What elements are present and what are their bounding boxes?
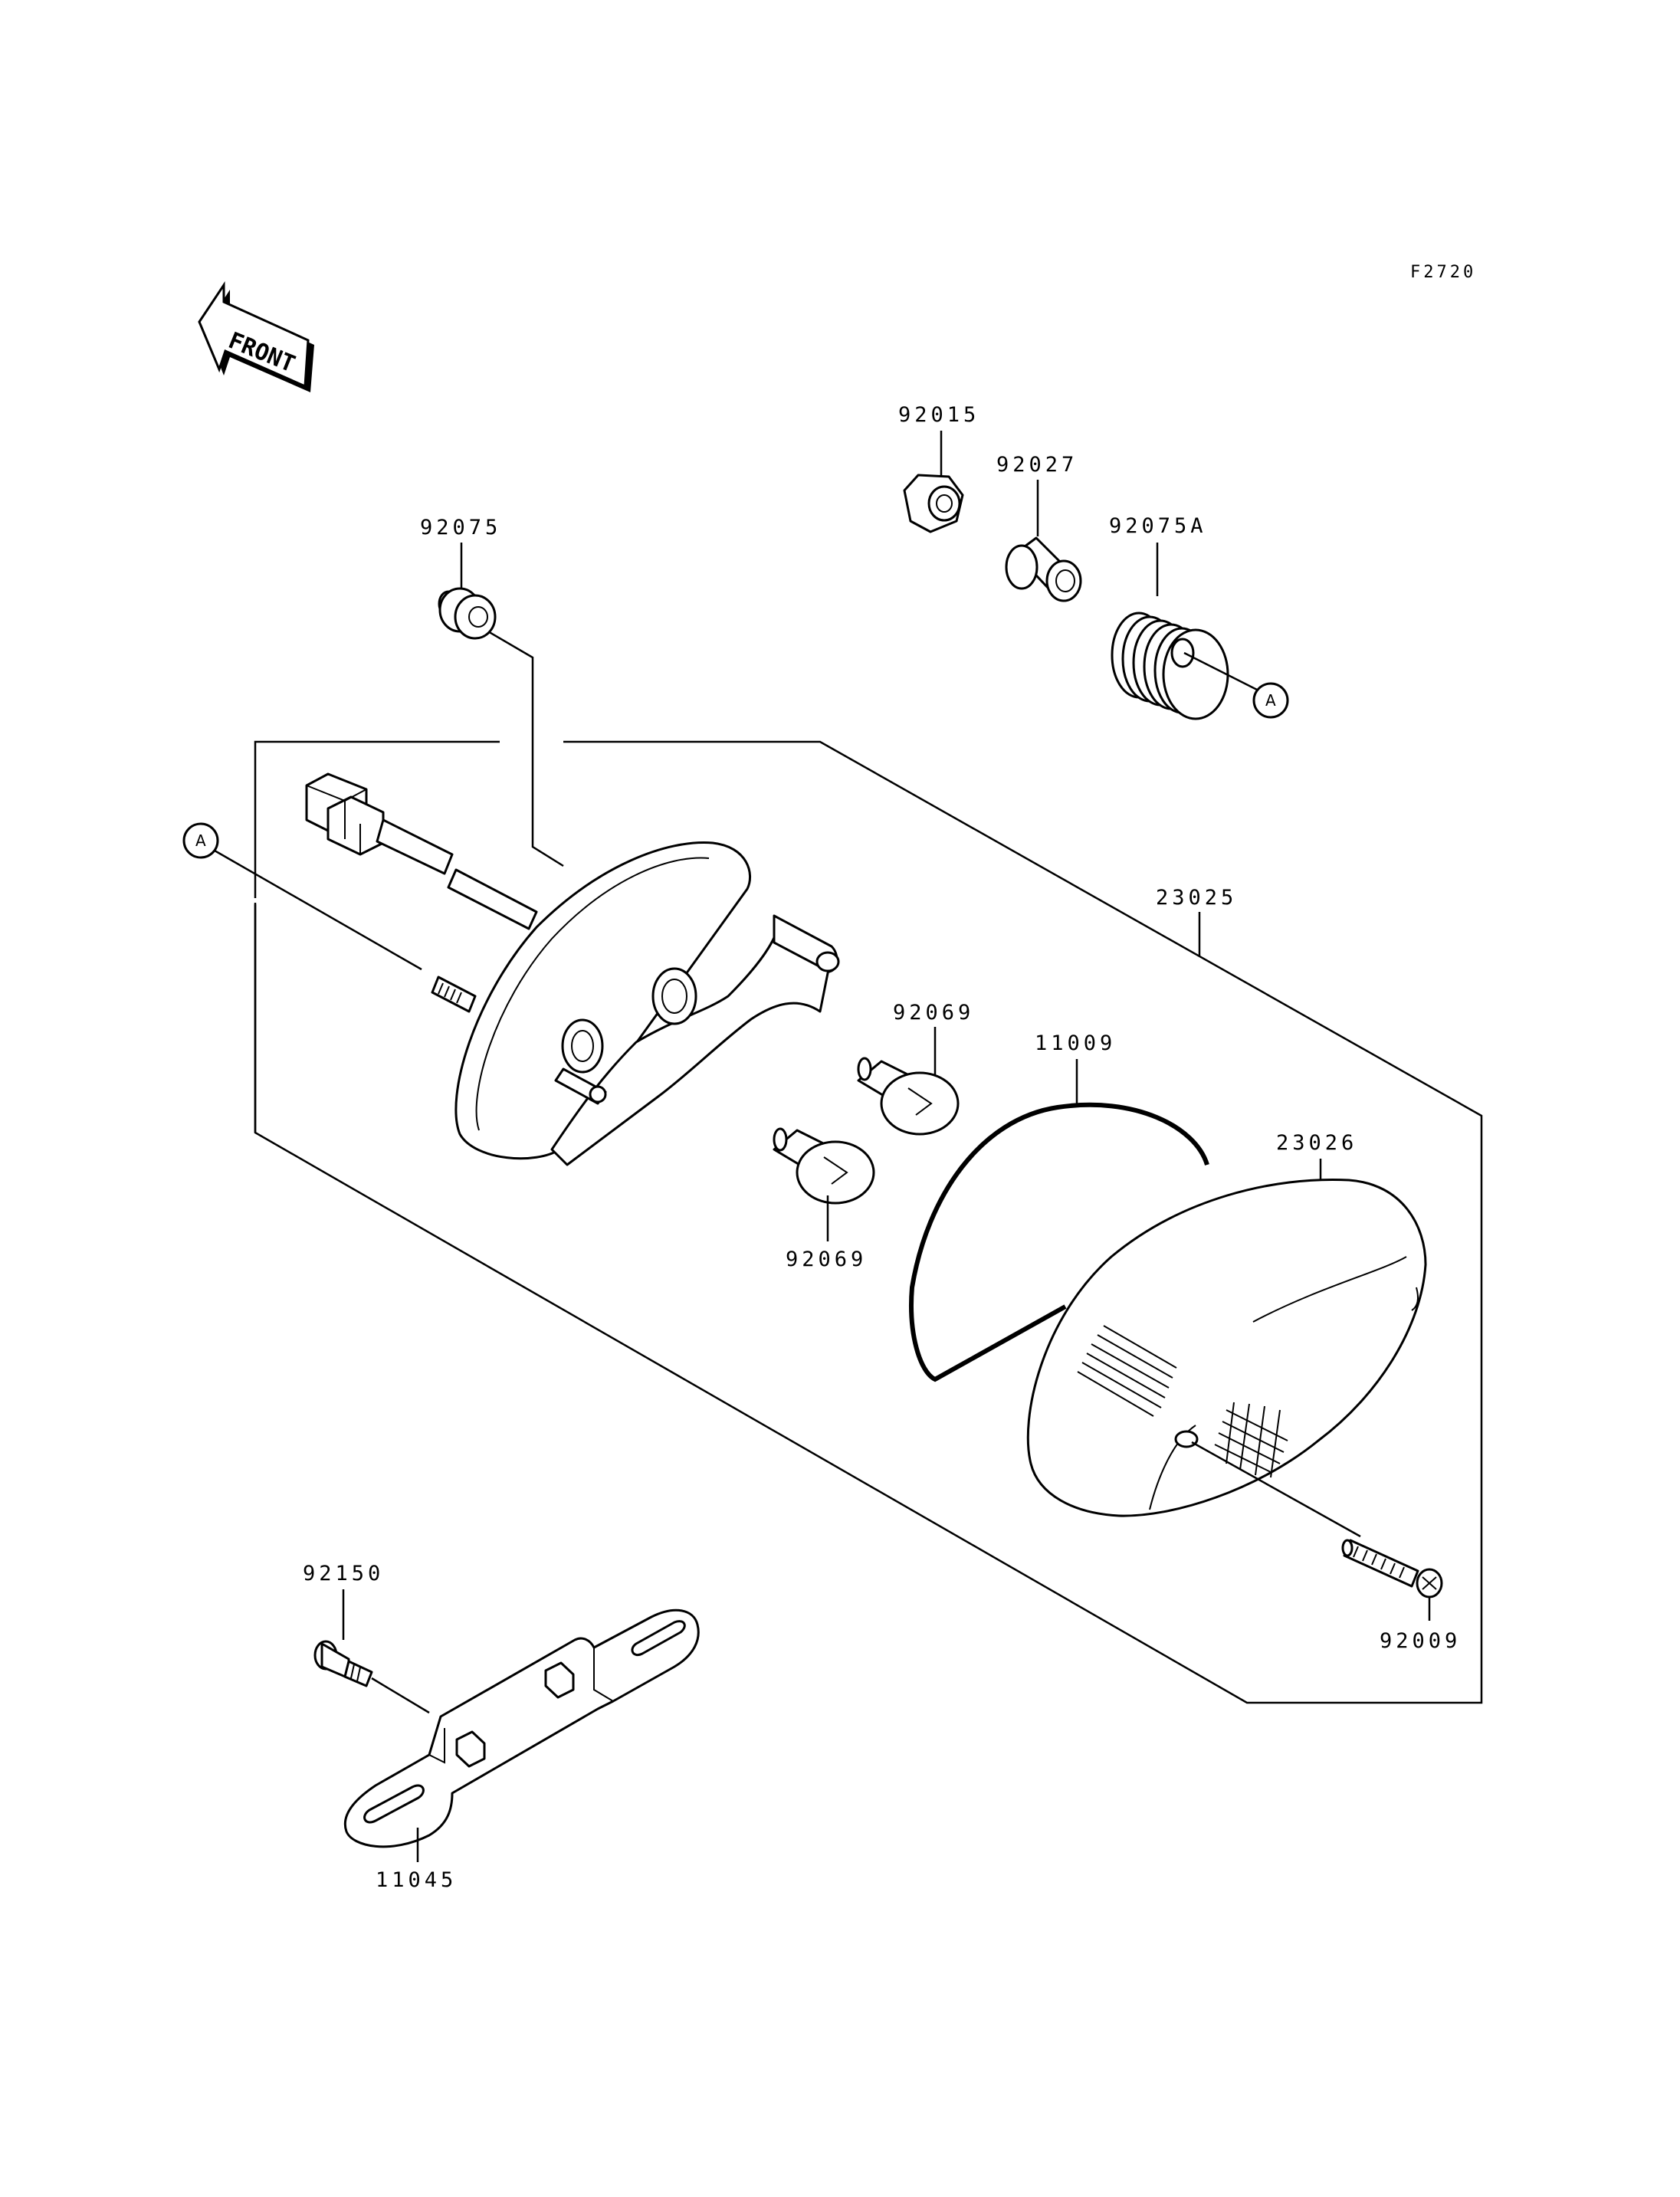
bulb-upper bbox=[857, 1057, 960, 1136]
lens-23026 bbox=[1026, 1179, 1427, 1517]
collar-92027 bbox=[1005, 536, 1082, 602]
bolt-92150 bbox=[313, 1640, 373, 1687]
bracket-11045 bbox=[343, 1608, 700, 1848]
gasket-11009 bbox=[909, 1102, 1209, 1382]
label-92015: 92015 bbox=[898, 403, 979, 427]
connector-plug bbox=[305, 772, 538, 930]
label-92069-upper: 92069 bbox=[893, 1001, 974, 1025]
bulb-lower bbox=[773, 1127, 875, 1205]
label-23025: 23025 bbox=[1156, 886, 1237, 910]
label-92075A: 92075A bbox=[1109, 514, 1207, 538]
grommet-92075A bbox=[1111, 612, 1229, 720]
tail-light-base bbox=[454, 841, 840, 1166]
grommet-92075 bbox=[438, 587, 497, 640]
svg-text:A: A bbox=[195, 831, 206, 850]
label-11009: 11009 bbox=[1035, 1031, 1116, 1055]
label-23026: 23026 bbox=[1276, 1131, 1357, 1155]
ref-marker-a-right: A bbox=[1252, 682, 1289, 719]
label-92150: 92150 bbox=[303, 1562, 384, 1585]
lens-grid bbox=[1214, 1402, 1288, 1478]
label-92009: 92009 bbox=[1380, 1629, 1461, 1653]
nut-92015 bbox=[903, 474, 964, 533]
lens-lines bbox=[1077, 1325, 1177, 1417]
ref-marker-a-left: A bbox=[182, 822, 219, 859]
svg-text:A: A bbox=[1265, 691, 1276, 710]
stud-bolt bbox=[431, 976, 477, 1013]
figure-code: F2720 bbox=[1410, 263, 1476, 282]
label-11045: 11045 bbox=[376, 1868, 457, 1892]
screw-92009 bbox=[1341, 1539, 1443, 1599]
label-92027: 92027 bbox=[996, 453, 1078, 477]
label-92069-lower: 92069 bbox=[786, 1248, 867, 1271]
front-arrow-icon: FRONT bbox=[198, 281, 314, 392]
label-92075: 92075 bbox=[420, 516, 501, 539]
